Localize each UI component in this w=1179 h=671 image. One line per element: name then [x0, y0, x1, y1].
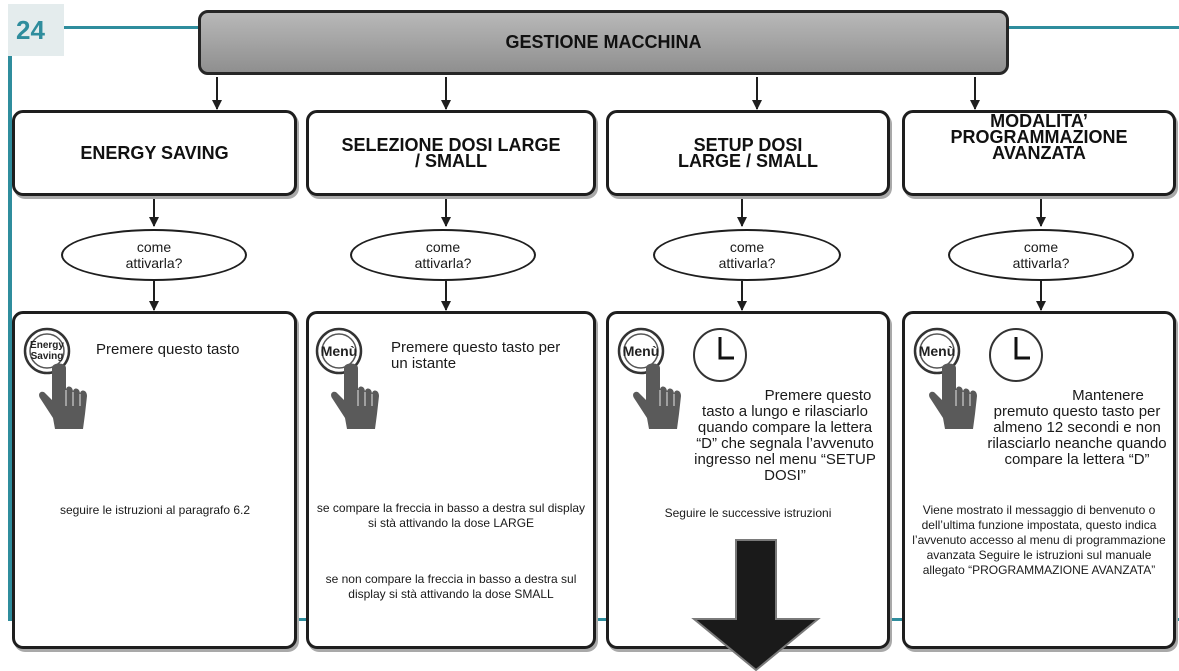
frame-top-border [64, 26, 199, 29]
question-ellipse-2: come attivarla? [350, 229, 536, 281]
instruction-text-2: Premere questo tasto per un istante [391, 339, 561, 372]
down-arrow-icon [691, 539, 821, 671]
svg-text:Menù: Menù [919, 343, 956, 359]
title-box-energy-saving [12, 110, 297, 196]
energy-saving-button-icon: Energy Saving [23, 327, 87, 429]
title-energy-saving: ENERGY SAVING [80, 143, 229, 163]
question-ellipse-4: come attivarla? [948, 229, 1134, 281]
menu-button-icon: Menù [315, 327, 379, 429]
frame-top-border [1009, 26, 1179, 29]
question-ellipse-3: come attivarla? [653, 229, 841, 281]
title-setup-dosi: SETUP DOSI LARGE / SMALL [678, 135, 818, 171]
clock-icon [693, 328, 747, 382]
question-ellipse-1: come attivarla? [61, 229, 247, 281]
title-box-setup-dosi [606, 110, 890, 196]
clock-icon [989, 328, 1043, 382]
energy-label-1: Energy [30, 340, 64, 351]
header-bar [198, 10, 1009, 75]
result-text-4: Viene mostrato il messaggio di benvenuto… [912, 503, 1166, 577]
frame-left-border [8, 56, 12, 618]
result-text-2a: se compare la freccia in basso a destra … [316, 501, 586, 530]
title-box-selezione-dosi [306, 110, 596, 196]
title-programmazione-avanzata: MODALITA’ PROGRAMMAZIONE AVANZATA [950, 111, 1128, 163]
instruction-text-3: Premere questo tasto a lungo e rilasciar… [694, 387, 876, 484]
svg-text:Menù: Menù [623, 343, 660, 359]
svg-text:Menù: Menù [321, 343, 358, 359]
instruction-text-4: Mantenere premuto questo tasto per almen… [987, 387, 1167, 468]
header-title: GESTIONE MACCHINA [505, 32, 702, 52]
title-selezione-dosi: SELEZIONE DOSI LARGE / SMALL [341, 135, 561, 171]
page-number: 24 [8, 4, 64, 56]
result-text-2b: se non compare la freccia in basso a des… [325, 572, 577, 601]
result-text-1: seguire le istruzioni al paragrafo 6.2 [59, 503, 251, 517]
title-box-programmazione-avanzata [902, 110, 1176, 196]
menu-button-icon: Menù [913, 327, 977, 429]
energy-label-2: Saving [31, 351, 64, 362]
instruction-text-1: Premere questo tasto [96, 341, 240, 358]
menu-button-icon: Menù [617, 327, 681, 429]
result-text-3: Seguire le successive istruzioni [664, 506, 832, 520]
